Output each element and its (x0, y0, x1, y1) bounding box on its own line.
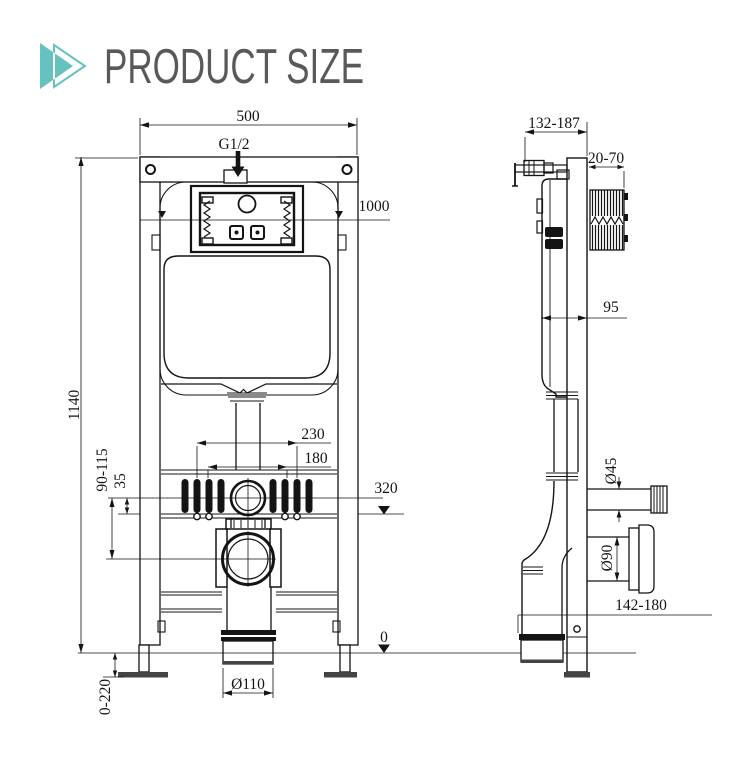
flush-pipe-side (519, 391, 579, 663)
dim-0-220-label: 0-220 (97, 679, 114, 715)
dim-132-187-label: 132-187 (528, 115, 580, 132)
dim-drain-diameter: Ø110 (222, 668, 274, 698)
dim-0-label: 0 (380, 629, 388, 646)
dim-320-label: 320 (374, 480, 398, 497)
side-frame (512, 157, 590, 678)
dim-outlet-pipe: Ø90 (599, 537, 620, 581)
dim-35-label: 35 (112, 473, 129, 489)
dim-90-label: Ø90 (599, 544, 616, 571)
side-view: 132-187 20-70 95 Ø45 Ø90 142- (512, 115, 712, 678)
dim-45-label: Ø45 (603, 457, 620, 484)
dim-95-label: 95 (603, 299, 619, 316)
dim-230-label: 230 (301, 426, 325, 443)
dim-1000-label: 1000 (359, 198, 390, 215)
center-lines (106, 497, 383, 560)
page-title: PRODUCT SIZE (104, 40, 364, 94)
dim-front-width: 500 (139, 108, 358, 155)
dim-1140-label: 1140 (66, 390, 83, 421)
dim-offset-35: 35 (112, 473, 140, 515)
dim-142-180-label: 142-180 (615, 597, 667, 614)
cistern-tank-side (536, 169, 570, 398)
dim-frame-height: 1140 (66, 157, 138, 653)
header: PRODUCT SIZE (40, 40, 364, 94)
dim-foot-adjust: 0-220 (97, 653, 124, 715)
wall-protection-box (589, 189, 628, 251)
dim-outlet-offset: 142-180 (517, 597, 712, 633)
dim-width-label: 500 (236, 108, 260, 125)
cistern-tank-front (161, 255, 337, 470)
dim-flush-level: 320 (358, 480, 404, 515)
wall-pipes (587, 485, 668, 594)
double-triangle-arrow-icon (40, 43, 87, 89)
mounting-band (161, 469, 337, 521)
adjustable-feet (118, 644, 357, 678)
dim-outlet-range: 90-115 (94, 448, 115, 559)
dim-90-115-label: 90-115 (94, 448, 111, 492)
dim-supply-level: 1000 (140, 198, 390, 221)
dim-20-70-label: 20-70 (588, 150, 624, 167)
dim-span-outer: 230 (196, 426, 331, 478)
dim-inlet-thread: G1/2 (219, 136, 250, 177)
dim-flush-pipe: Ø45 (603, 457, 622, 522)
inspection-panel (189, 169, 305, 254)
dim-span-inner: 180 (207, 450, 331, 478)
dim-180-label: 180 (304, 450, 328, 467)
dim-110-label: Ø110 (231, 676, 265, 693)
front-view: 500 G1/2 1000 1140 230 180 (66, 108, 636, 715)
drain-assembly (161, 518, 337, 665)
dim-wall-gap: 20-70 (588, 150, 625, 188)
dim-tank-depth: 95 (541, 299, 627, 321)
dim-depth-range: 132-187 (524, 115, 588, 162)
dim-inlet-label: G1/2 (219, 136, 250, 153)
